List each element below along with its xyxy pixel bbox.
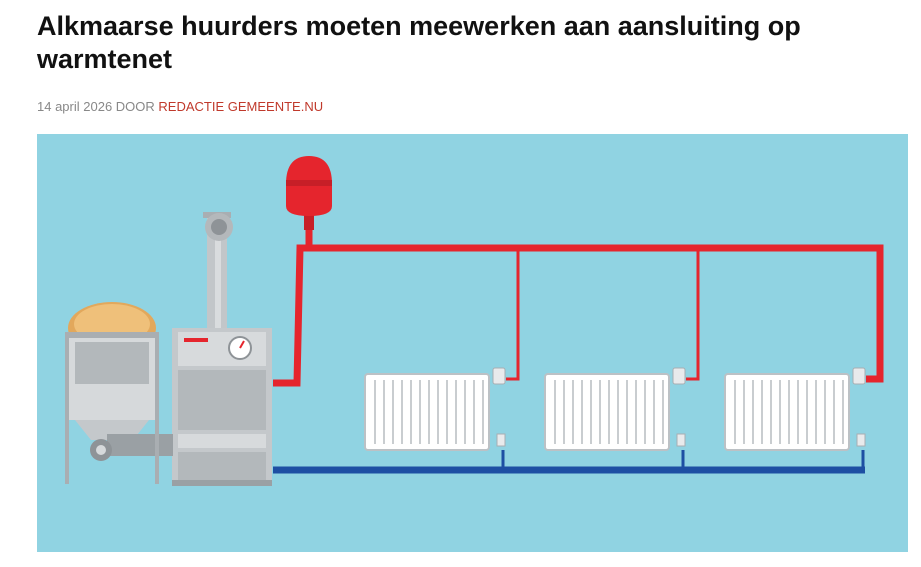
article-by-label: DOOR bbox=[115, 99, 155, 114]
supply-pipes bbox=[273, 229, 884, 387]
pellet-hopper-icon bbox=[65, 302, 173, 484]
expansion-vessel-icon bbox=[286, 156, 332, 230]
article-title: Alkmaarse huurders moeten meewerken aan … bbox=[37, 11, 801, 74]
hero-illustration bbox=[37, 134, 908, 552]
article-date: 14 april 2026 bbox=[37, 99, 113, 114]
boiler-icon bbox=[172, 328, 272, 486]
article-meta: 14 april 2026 DOOR REDACTIE GEMEENTE.NU bbox=[37, 99, 323, 114]
return-pipes bbox=[273, 450, 865, 474]
chimney-icon bbox=[203, 212, 233, 332]
article-author-link[interactable]: REDACTIE GEMEENTE.NU bbox=[158, 99, 324, 114]
radiator-icon bbox=[544, 367, 686, 451]
radiator-icon bbox=[724, 367, 866, 451]
radiator-icon bbox=[364, 367, 506, 451]
